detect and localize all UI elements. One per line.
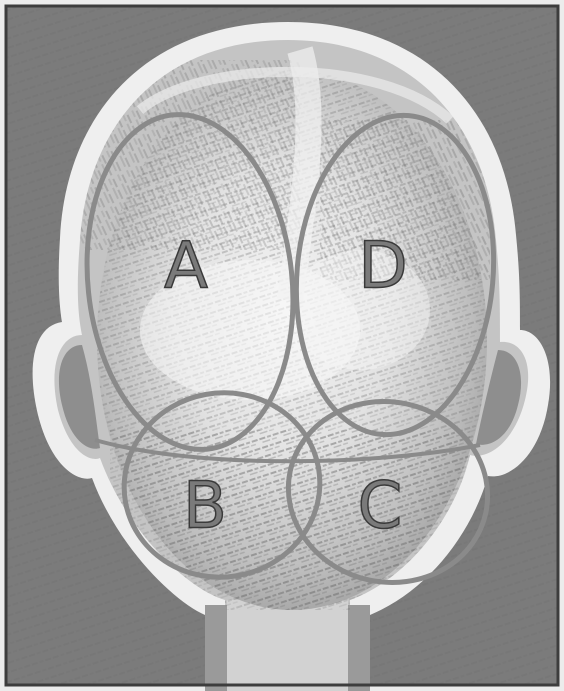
neck-left-edge [205,605,227,691]
label-b: B [183,470,227,544]
label-c: C [358,470,403,544]
face-texture-group [80,50,490,610]
label-a: A [164,230,208,304]
neck [227,600,348,691]
label-d: D [358,230,407,304]
neck-right-edge [348,605,370,691]
